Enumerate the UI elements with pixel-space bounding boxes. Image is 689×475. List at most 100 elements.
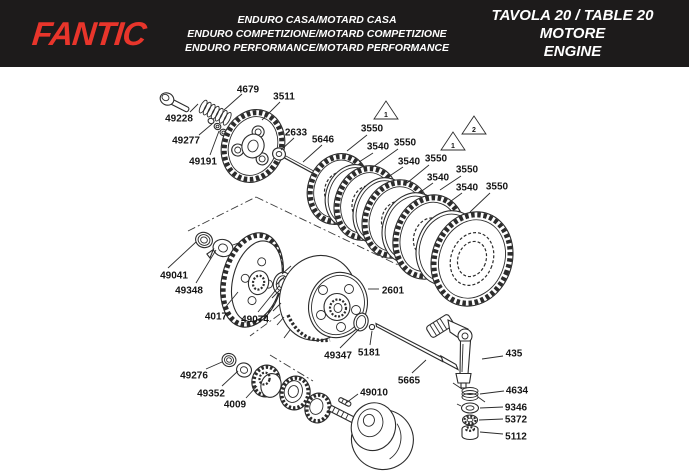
leader-line [481,355,504,360]
table-subject-en: ENGINE [543,42,602,60]
leader-line [198,123,213,136]
tab-washer-drawing [206,238,239,260]
part-number-label: 4679 [237,85,260,96]
leader-line [478,418,504,421]
part-number-label: 4009 [224,400,247,411]
leader-line [418,182,434,194]
clutch-plate-stack-drawing [306,153,514,307]
leader-line [209,130,220,156]
woodruff-key-drawing [338,397,352,407]
leader-line [280,137,295,151]
part-number-label: 4634 [506,386,529,397]
leader-line [479,431,504,435]
bushing-cap-drawing [461,424,479,441]
leader-line [257,285,280,313]
part-number-label: 49041 [160,271,188,282]
leader-line [223,291,239,310]
leader-line [302,144,323,163]
clutch-arm-drawing [426,314,473,389]
leader-line [223,93,243,111]
triangle-callout-number: 1 [451,143,455,150]
leader-line [479,390,505,395]
part-number-label: 3540 [367,142,390,153]
part-number-label: 5112 [505,432,527,443]
part-number-label: 3540 [456,183,479,194]
crank-nut-drawing [221,352,237,368]
part-number-label: 5646 [312,135,335,146]
leader-line [446,192,463,205]
part-number-label: 49348 [175,286,203,297]
return-spring-drawing [452,382,486,403]
part-number-label: 49276 [180,371,208,382]
leader-line [167,241,197,269]
part-number-label: 9346 [505,403,528,414]
clutch-basket-drawing [271,254,368,343]
part-number-label: 435 [506,349,523,360]
leader-line [205,361,223,370]
part-number-label: 5665 [398,376,421,387]
model-line: ENDURO CASA/MOTARD CASA [237,13,397,26]
leader-line [245,385,258,399]
table-number: TAVOLA 20 / TABLE 20 [491,6,654,24]
part-number-label: 49277 [172,136,200,147]
part-number-label: 3540 [427,173,450,184]
leader-line [372,148,399,168]
part-number-label: 49074 [241,315,269,326]
part-number-label: 49352 [197,389,225,400]
leader-line [189,103,199,113]
leader-line [221,370,239,387]
clutch-spring-drawing [198,99,232,126]
header-bar: FANTIC ENDURO CASA/MOTARD CASA ENDURO CO… [0,0,689,67]
part-number-label: 3550 [486,182,509,193]
ball-drawing [368,323,376,331]
part-number-label: 2601 [382,286,405,297]
tab-washer-small-drawing [456,402,480,414]
leader-line [195,249,217,284]
leader-line [346,134,368,152]
part-number-label: 4017 [205,312,228,323]
part-number-label: 49191 [189,157,217,168]
thrust-ring-drawing [353,312,369,332]
part-number-label: 49347 [324,351,352,362]
leader-line [469,192,491,213]
part-number-label: 2633 [285,128,308,139]
leader-line [479,406,504,409]
leader-line [406,164,430,184]
hub-nut-drawing [195,231,213,249]
triangle-callout-number: 1 [384,112,388,119]
model-line: ENDURO PERFORMANCE/MOTARD PERFORMANCE [184,41,450,54]
table-subject-it: MOTORE [539,24,606,42]
leader-line [387,166,404,178]
leader-line [345,393,359,404]
triangle-callout [373,100,399,120]
triangle-callout [440,131,466,151]
crank-washer-drawing [236,362,252,378]
model-list: ENDURO CASA/MOTARD CASA ENDURO COMPETIZI… [178,13,456,55]
part-number-label: 3550 [425,154,448,165]
leader-line [358,152,374,163]
part-number-label: 3540 [398,157,421,168]
part-number-label: 3550 [361,124,384,135]
part-number-label: 5181 [358,348,381,359]
part-number-label: 5372 [505,415,528,426]
clutch-bolt-drawing [159,92,190,113]
primary-pinion-drawing [251,364,282,398]
table-title-block: TAVOLA 20 / TABLE 20 MOTORE ENGINE [456,7,689,61]
part-number-label: 49228 [165,114,193,125]
leader-line [261,101,281,121]
leader-line [339,328,360,349]
part-number-label: 3550 [456,165,479,176]
triangle-callout [461,115,487,135]
triangle-callout-number: 2 [472,127,476,134]
push-rod-drawing [375,322,460,371]
part-number-label: 3550 [394,138,417,149]
leader-line [411,359,427,374]
leader-line [439,175,462,191]
pressure-plate-drawing [220,109,286,183]
model-line: ENDURO COMPETIZIONE/MOTARD COMPETIZIONE [187,27,447,40]
crankshaft-drawing [327,402,414,471]
part-number-label: 49010 [360,388,388,399]
